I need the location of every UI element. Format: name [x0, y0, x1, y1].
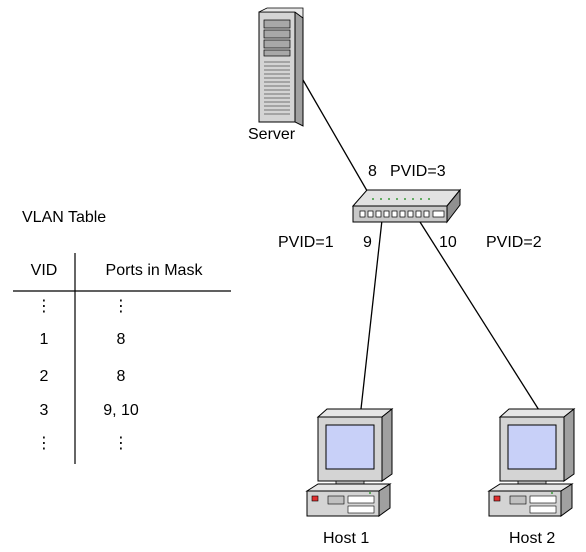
host1-port-pvid: PVID=1	[278, 234, 334, 251]
vlan-table-row-ports: 8	[116, 368, 126, 385]
switch-icon[interactable]	[351, 188, 462, 224]
host1-computer-icon[interactable]	[305, 407, 394, 517]
vlan-table-row-ports: ⋮	[113, 435, 129, 452]
host2-port-pvid: PVID=2	[486, 234, 542, 251]
vlan-table-row-ports: ⋮	[113, 298, 129, 315]
vlan-table-header-vid: VID	[30, 262, 58, 279]
host2-computer-icon[interactable]	[487, 407, 576, 517]
vlan-table-title: VLAN Table	[22, 209, 107, 226]
vlan-table-row-vid: ⋮	[36, 298, 52, 315]
link-switch-host2	[419, 221, 545, 419]
server-icon[interactable]	[258, 7, 304, 127]
vlan-table-row-ports: 9, 10	[103, 402, 139, 419]
server-port-pvid: PVID=3	[390, 163, 446, 180]
vlan-table-row-vid: ⋮	[36, 435, 52, 452]
server-port-number: 8	[368, 163, 377, 180]
vlan-table-header-ports: Ports in Mask	[105, 262, 203, 279]
host1-label: Host 1	[323, 530, 370, 547]
vlan-table-row-vid: 1	[39, 331, 49, 348]
host1-port-number: 9	[363, 234, 372, 251]
vlan-table-row-vid: 3	[39, 402, 49, 419]
vlan-table-row-ports: 8	[116, 331, 126, 348]
link-switch-host1	[359, 219, 383, 419]
host2-port-number: 10	[439, 234, 457, 251]
server-label: Server	[248, 126, 296, 143]
host2-label: Host 2	[509, 530, 556, 547]
vlan-table-row-vid: 2	[39, 368, 49, 385]
